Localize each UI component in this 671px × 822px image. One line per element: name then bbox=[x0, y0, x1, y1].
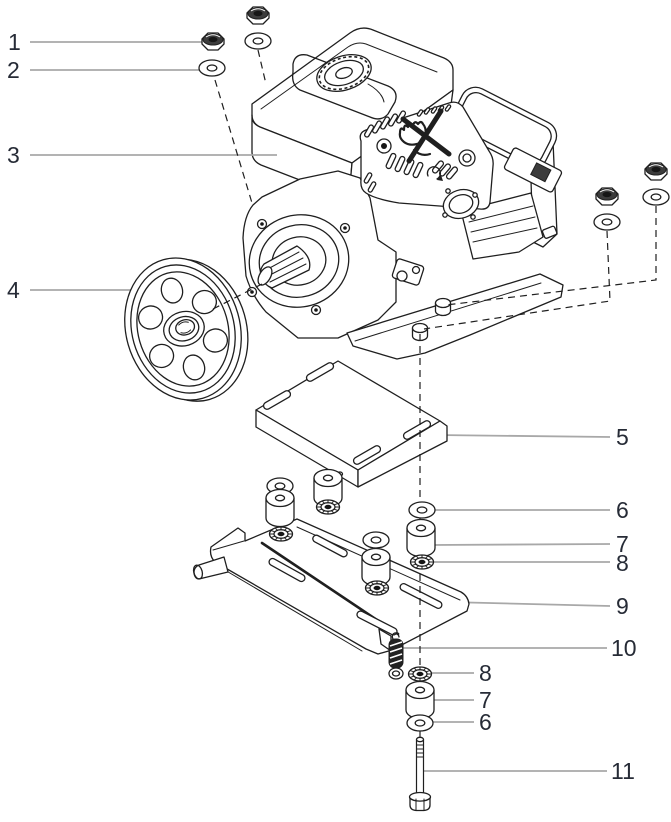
starter-port bbox=[442, 188, 480, 220]
lock-washer-8 bbox=[407, 666, 433, 682]
callout-5: 5 bbox=[616, 424, 629, 450]
mount-boss bbox=[434, 297, 452, 317]
alignment-dashes bbox=[212, 49, 657, 737]
recoil-housing bbox=[359, 101, 494, 220]
spring bbox=[388, 632, 404, 680]
callout-6: 6 bbox=[616, 497, 629, 523]
callout-6: 6 bbox=[479, 709, 492, 735]
vent-slots bbox=[363, 104, 459, 193]
warning-icon bbox=[398, 108, 452, 164]
lock-nut-1 bbox=[595, 187, 619, 206]
mounting-plate bbox=[255, 360, 448, 488]
callout-3: 3 bbox=[7, 142, 20, 168]
lock-nut-1 bbox=[246, 6, 270, 25]
flat-washer-2 bbox=[642, 188, 670, 206]
callout-10: 10 bbox=[611, 635, 637, 661]
callout-4: 4 bbox=[7, 277, 20, 303]
callout-8: 8 bbox=[616, 550, 629, 576]
flat-washer-2 bbox=[593, 213, 621, 231]
callout-2: 2 bbox=[7, 57, 20, 83]
fuel-cap-icon bbox=[316, 54, 372, 92]
lock-washer bbox=[268, 526, 294, 542]
lock-washer bbox=[364, 580, 390, 596]
flat-washer-2 bbox=[244, 32, 272, 50]
engine-base bbox=[346, 273, 564, 360]
flat-washer bbox=[362, 531, 390, 549]
rubber-isolator bbox=[361, 547, 391, 587]
callout-1: 1 bbox=[8, 29, 21, 55]
leader-lines bbox=[30, 41, 611, 772]
crankcase bbox=[242, 170, 425, 339]
flat-washer-6 bbox=[408, 501, 436, 519]
callout-11: 11 bbox=[611, 758, 635, 784]
recoil-arrow-icon bbox=[426, 166, 441, 180]
lock-washer-8 bbox=[409, 554, 435, 570]
callout-8: 8 bbox=[479, 660, 492, 686]
rubber-isolator bbox=[265, 488, 295, 528]
callout-7: 7 bbox=[479, 687, 492, 713]
lock-nut-1 bbox=[201, 32, 225, 51]
rubber-isolator-7 bbox=[405, 680, 435, 720]
engine bbox=[242, 27, 564, 360]
callout-9: 9 bbox=[616, 593, 629, 619]
pulley bbox=[124, 257, 249, 402]
bolt bbox=[408, 736, 432, 812]
crankshaft bbox=[257, 245, 311, 289]
lock-washer bbox=[315, 499, 341, 515]
sled-bracket bbox=[192, 518, 470, 655]
lock-nut-1 bbox=[644, 162, 668, 181]
clamp-band bbox=[503, 147, 563, 193]
callout-7: 7 bbox=[616, 531, 629, 557]
handle-rod bbox=[192, 556, 229, 580]
rubber-isolator-7 bbox=[406, 518, 436, 558]
flat-washer-2 bbox=[198, 59, 226, 77]
flat-washer-6 bbox=[406, 714, 434, 732]
